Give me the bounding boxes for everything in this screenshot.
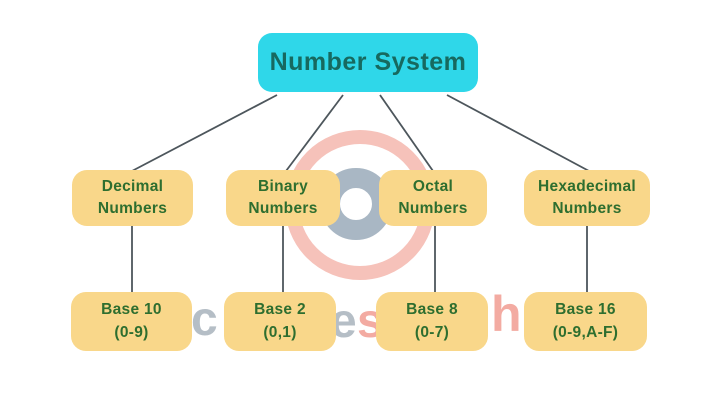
node-label-line: (0-7) (414, 323, 450, 341)
node-label-line: (0-9,A-F) (552, 323, 619, 341)
node-hexadecimal-numbers: Hexadecimal Numbers (524, 170, 650, 226)
node-decimal-numbers: Decimal Numbers (72, 170, 193, 226)
node-label-line: (0-9) (114, 323, 149, 341)
node-label-line: Base 16 (555, 301, 616, 319)
node-label: Number System (269, 48, 467, 76)
watermark-letter: c (191, 293, 218, 346)
node-number-system: Number System (258, 33, 478, 92)
edge-root-hexadecimal (446, 94, 590, 172)
node-octal-numbers: Octal Numbers (379, 170, 487, 226)
node-label-line: Octal (412, 177, 454, 195)
node-binary-numbers: Binary Numbers (226, 170, 340, 226)
node-base-2: Base 2 (0,1) (224, 292, 336, 351)
watermark-letter: h (491, 286, 522, 342)
edge-root-octal (379, 94, 434, 172)
node-base-10: Base 10 (0-9) (71, 292, 192, 351)
node-label-line: Decimal (101, 177, 164, 195)
node-label-line: Numbers (398, 200, 468, 217)
node-label-line: Base 8 (406, 301, 458, 319)
node-base-8: Base 8 (0-7) (376, 292, 488, 351)
node-label-line: Numbers (248, 200, 318, 217)
edge-root-binary (285, 94, 344, 172)
node-label-line: Binary (257, 177, 309, 195)
node-label-line: (0,1) (263, 323, 297, 341)
edge-root-decimal (131, 94, 278, 172)
node-label-line: Numbers (97, 200, 168, 217)
node-label-line: Hexadecimal (537, 177, 637, 195)
node-label-line: Numbers (552, 200, 622, 217)
node-label-line: Base 2 (254, 301, 306, 319)
node-label-line: Base 10 (101, 301, 162, 319)
node-base-16: Base 16 (0-9,A-F) (524, 292, 647, 351)
